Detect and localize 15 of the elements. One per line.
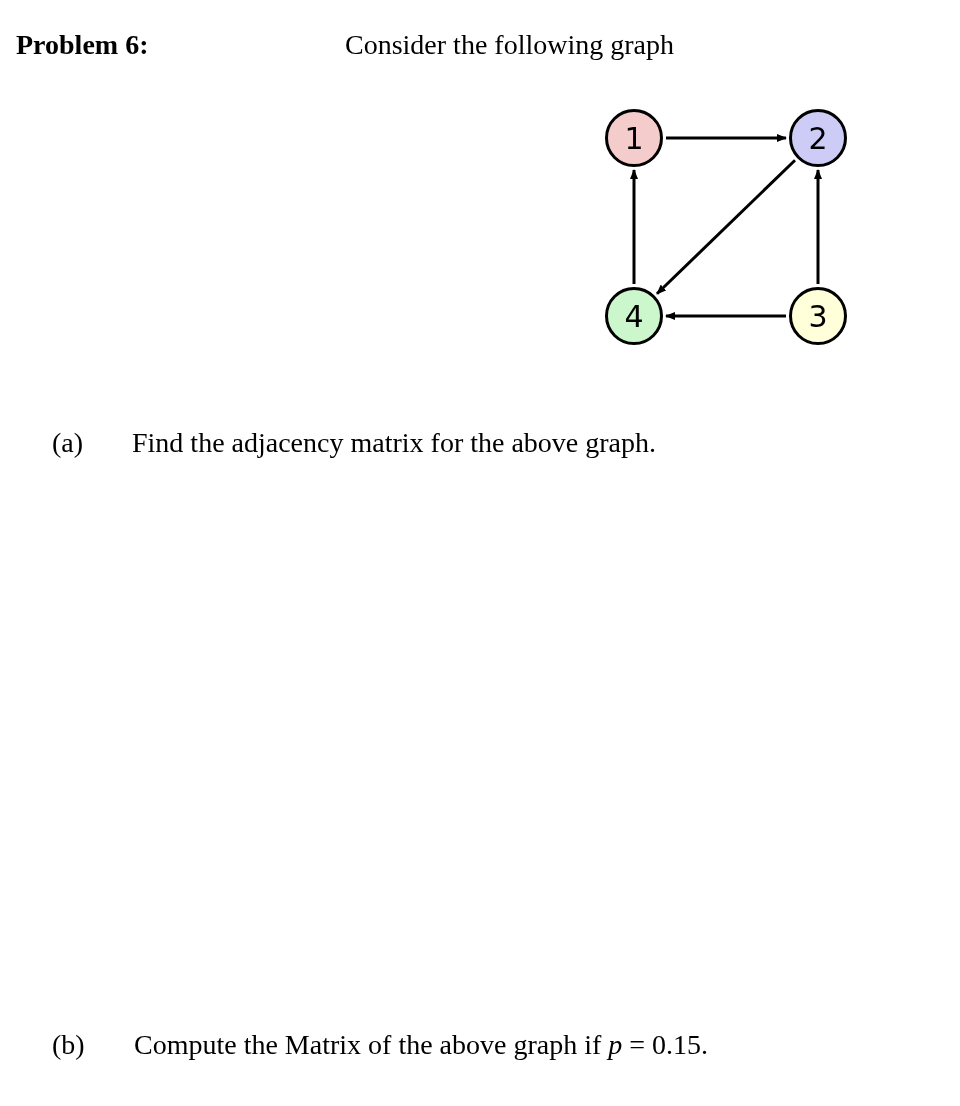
graph-vertex: 1 — [605, 109, 663, 167]
arrow — [666, 134, 787, 142]
arrow — [665, 312, 786, 320]
part-marker: (a) — [52, 426, 84, 460]
graph-vertex: 3 — [789, 287, 847, 345]
graph-vertex: 4 — [605, 287, 663, 345]
arrow — [630, 169, 638, 284]
problem-heading: Problem 6: — [16, 28, 149, 62]
intro-text: Consider the following graph — [345, 28, 674, 62]
question-text: Find the adjacency matrix for the above graph. — [132, 426, 657, 460]
arrow — [814, 169, 822, 284]
graph-vertex: 2 — [789, 109, 847, 167]
arrow — [655, 159, 797, 295]
part-marker: (b) — [52, 1028, 85, 1062]
question-text: Compute the Matrix of the above graph if p = 0.15. — [134, 1028, 709, 1062]
